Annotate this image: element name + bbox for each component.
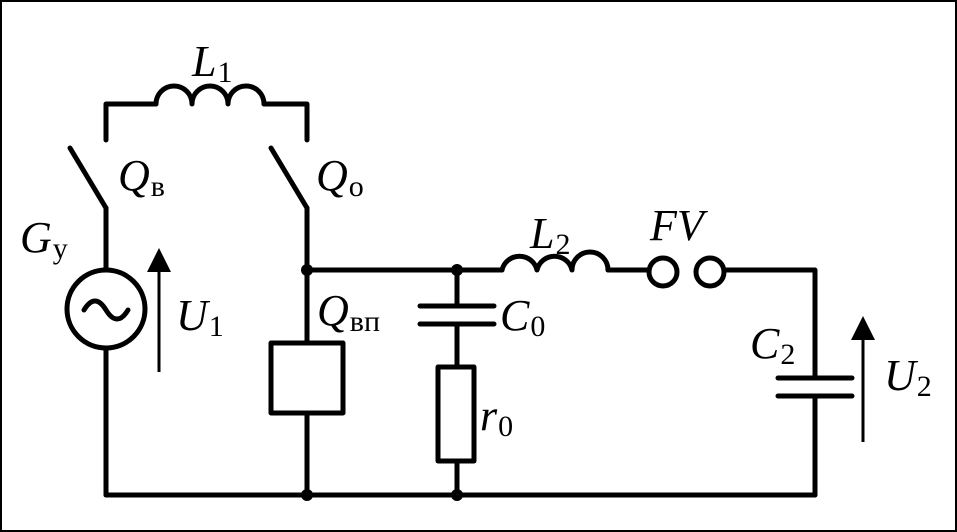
series-branch bbox=[304, 249, 818, 381]
label-l1: L1 bbox=[191, 37, 232, 89]
label-l2: L2 bbox=[529, 209, 570, 261]
resistor-r0 bbox=[435, 364, 477, 464]
label-c2: C2 bbox=[750, 319, 795, 371]
label-u2: U2 bbox=[884, 351, 932, 403]
c2-branch bbox=[775, 375, 855, 498]
u2-arrow-icon bbox=[851, 316, 875, 442]
label-gy: Gу bbox=[20, 213, 68, 265]
label-qvp: Qвп bbox=[317, 286, 380, 338]
spark-gap-electrode-right bbox=[693, 255, 727, 289]
u1-arrow-icon bbox=[147, 248, 171, 372]
label-u1: U1 bbox=[176, 291, 224, 343]
generator-branch bbox=[64, 205, 148, 498]
qvp-block bbox=[268, 340, 346, 416]
label-qv: Qв bbox=[118, 151, 165, 203]
label-c0: C0 bbox=[500, 291, 545, 343]
junctions bbox=[301, 264, 463, 501]
qvp-branch bbox=[268, 205, 346, 498]
top-branch bbox=[103, 83, 310, 143]
switch-qv bbox=[67, 145, 109, 211]
label-qo: Qо bbox=[316, 151, 364, 203]
c0-r0-branch bbox=[417, 267, 497, 498]
spark-gap-electrode-left bbox=[646, 255, 680, 289]
label-r0: r0 bbox=[480, 391, 513, 443]
ac-wave-icon bbox=[81, 298, 131, 322]
label-fv: FV bbox=[649, 201, 709, 250]
switch-qo bbox=[268, 145, 310, 211]
